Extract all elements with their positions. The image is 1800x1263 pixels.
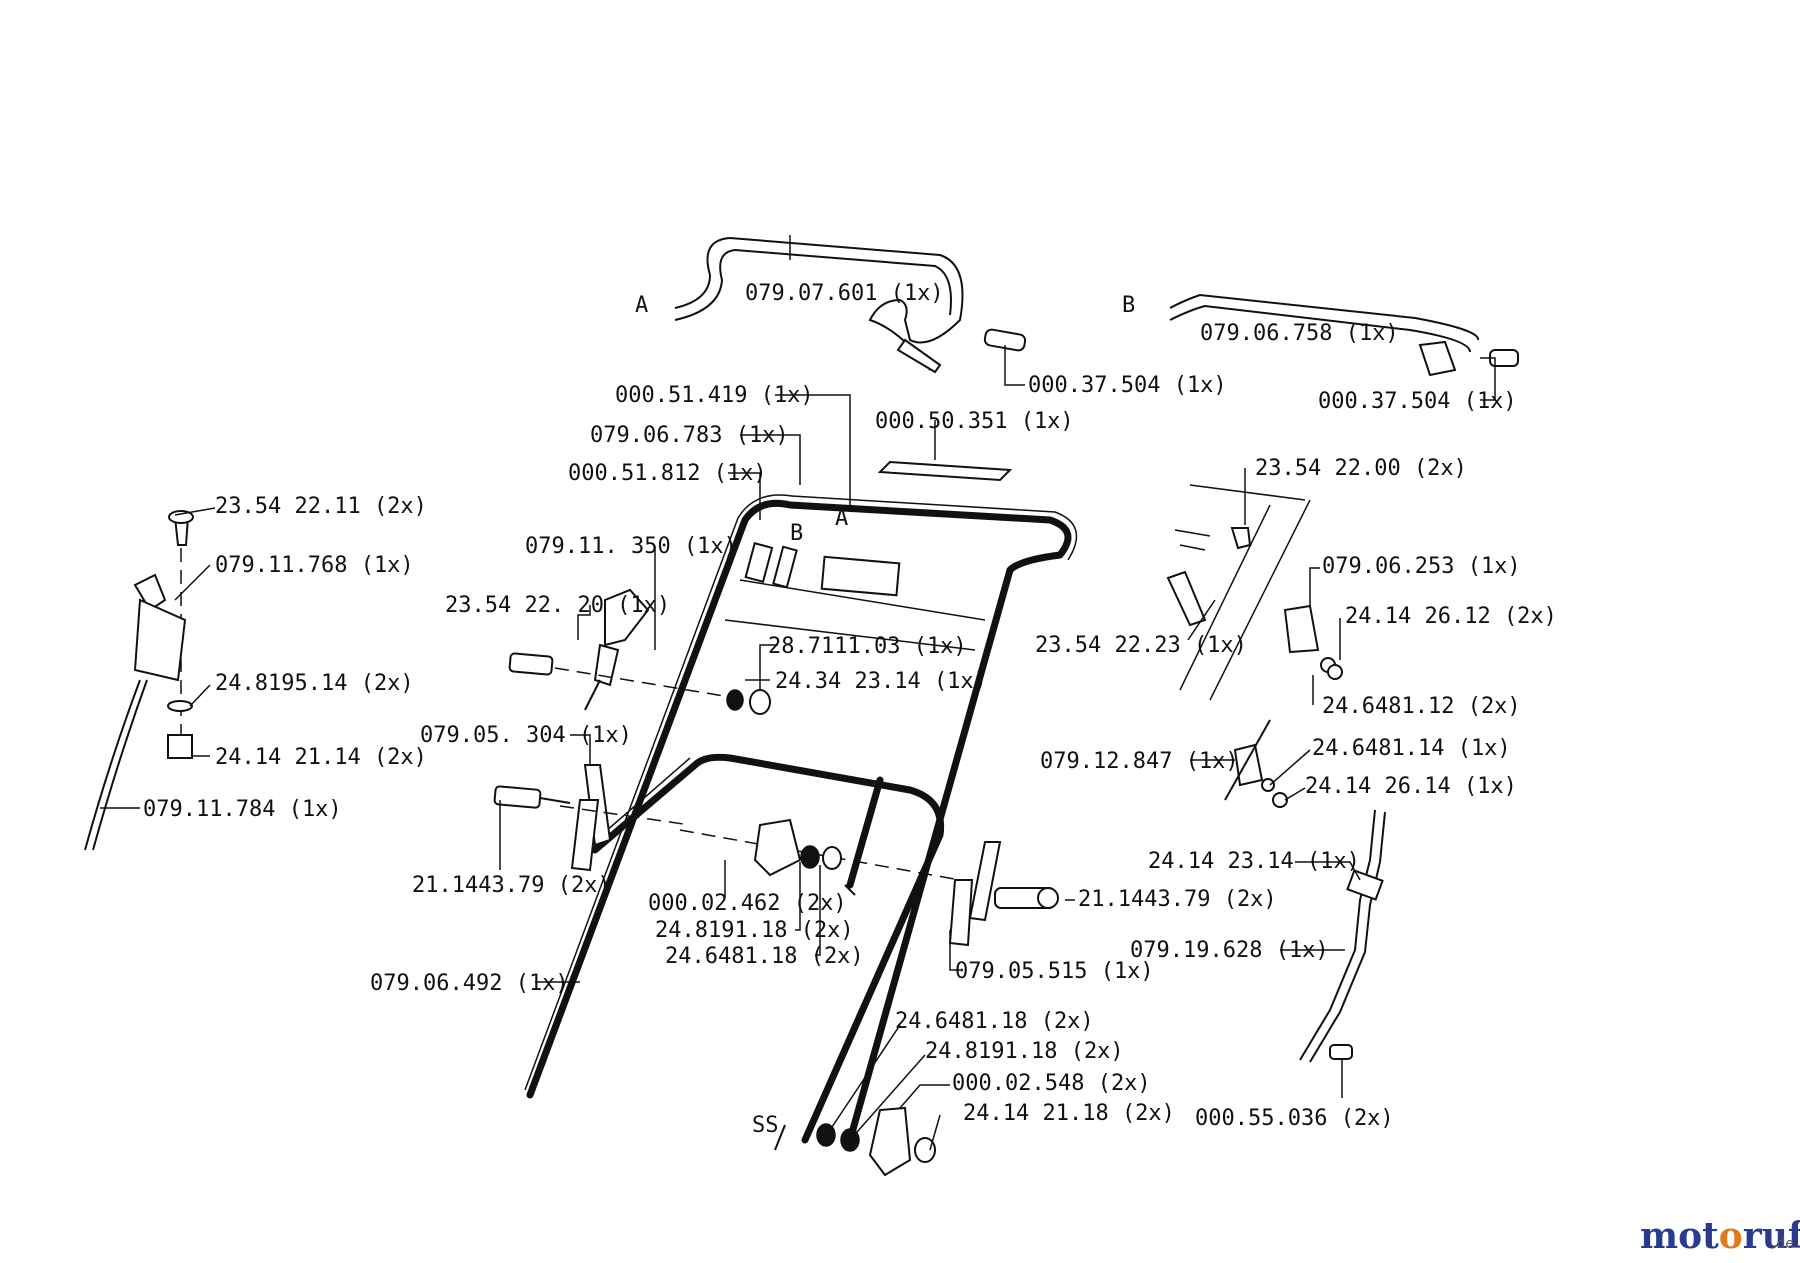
washer-28-7111-03: [726, 689, 744, 711]
part-label: 21.1443.79 (2x): [1078, 887, 1277, 912]
leader-lines: [100, 235, 1496, 1151]
screw-23-54-22-00: [1230, 527, 1252, 550]
nut-24-6481-14: [1261, 778, 1275, 792]
part-label: 24.6481.18 (2x): [895, 1009, 1094, 1034]
clamp-079-12-847: [1233, 743, 1264, 787]
part-label: 000.37.504 (1x): [1318, 389, 1517, 414]
bracket-079-06-253: [1283, 604, 1320, 654]
part-label: 24.14 23.14 (1x): [1148, 849, 1360, 874]
decal-small: [744, 542, 774, 583]
clip-000-55-036: [1329, 1044, 1353, 1060]
nut-24-14-26-14: [1272, 792, 1288, 808]
part-label: 079.11.784 (1x): [143, 797, 342, 822]
part-label: 24.8191.18 (2x): [655, 918, 854, 943]
marker-letters: A B B A SS: [635, 293, 1135, 1138]
part-label: 24.14 26.14 (1x): [1305, 774, 1517, 799]
decal-strip: [877, 460, 1013, 482]
nut-24-14-21-14: [167, 734, 193, 759]
washer-24-8195-14: [167, 700, 193, 712]
part-label: 23.54 22.00 (2x): [1255, 456, 1467, 481]
part-label: 24.8191.18 (2x): [925, 1039, 1124, 1064]
part-label: 23.54 22. 20 (1x): [445, 593, 670, 618]
part-label: 28.7111.03 (1x): [768, 634, 967, 659]
part-label: 079.05. 304 (1x): [420, 723, 632, 748]
part-label: 079.11. 350 (1x): [525, 534, 737, 559]
sleeve-000-37-504-a: [983, 328, 1027, 352]
part-label: 24.34 23.14 (1x): [775, 669, 987, 694]
upper-handle-frame: [524, 460, 1078, 1144]
part-label: 23.54 22.11 (2x): [215, 494, 427, 519]
bolt-21-1443-79-left: [493, 785, 542, 809]
nut-24-34-23-14: [749, 689, 771, 715]
marker-a-left: A: [635, 293, 648, 318]
screw-23-54-22-23: [1166, 570, 1207, 627]
watermark-logo: motoruf .de: [1640, 1215, 1800, 1257]
part-label: 24.8195.14 (2x): [215, 671, 414, 696]
bail-079-07-601: [674, 236, 1027, 374]
decal-plate: [820, 555, 901, 597]
lever-slot: [772, 545, 798, 589]
part-label: 21.1443.79 (2x): [412, 873, 611, 898]
part-label: 079.05.515 (1x): [955, 959, 1154, 984]
clamp-079-05-515: [968, 841, 1002, 922]
part-label: 000.02.462 (2x): [648, 891, 847, 916]
fitting-24-14-23-14: [1346, 869, 1384, 901]
right-side-assembly: [1166, 484, 1386, 1063]
watermark-tld: .de: [1772, 1236, 1794, 1252]
bail-079-06-758: [1169, 293, 1519, 377]
part-label: 000.50.351 (1x): [875, 409, 1074, 434]
part-label: 079.12.847 (1x): [1040, 749, 1239, 774]
nut-24-6481-12: [1327, 664, 1343, 680]
watermark-brand: motoruf: [1640, 1215, 1800, 1257]
left-clamp-assembly: [493, 764, 691, 872]
part-label: 24.14 21.14 (2x): [215, 745, 427, 770]
part-label: 079.06.783 (1x): [590, 423, 789, 448]
part-label: 000.37.504 (1x): [1028, 373, 1227, 398]
part-labels: 079.07.601 (1x) 000.37.504 (1x) 079.06.7…: [143, 281, 1557, 1131]
part-label: 079.07.601 (1x): [745, 281, 944, 306]
knob-000-02-548: [868, 1106, 912, 1177]
part-label: 079.11.768 (1x): [215, 553, 414, 578]
part-label: 24.6481.18 (2x): [665, 944, 864, 969]
part-label: 000.55.036 (2x): [1195, 1106, 1394, 1131]
part-label: 000.02.548 (2x): [952, 1071, 1151, 1096]
marker-b-handle: B: [790, 521, 803, 546]
part-label: 000.51.419 (1x): [615, 383, 814, 408]
throttle-lever-unit: [84, 510, 194, 851]
marker-b-left: B: [1122, 293, 1135, 318]
part-label: 23.54 22.23 (1x): [1035, 633, 1247, 658]
part-label: 24.14 21.18 (2x): [963, 1101, 1175, 1126]
nut-24-14-21-18: [914, 1137, 936, 1163]
marker-ss: SS: [752, 1113, 779, 1138]
knob-000-02-462: [753, 818, 802, 877]
lever-assembly: [508, 588, 771, 715]
part-label: 079.19.628 (1x): [1130, 938, 1329, 963]
part-label: 079.06.253 (1x): [1322, 554, 1521, 579]
right-clamp-assembly: [679, 829, 1059, 947]
nut-24-6481-18: [822, 846, 842, 870]
center-knob-group: [753, 818, 842, 877]
washer-24-8191-18: [800, 845, 820, 869]
cable-079-19-628: [1299, 809, 1376, 1061]
part-label: 24.6481.12 (2x): [1322, 694, 1521, 719]
marker-a-handle: A: [835, 506, 848, 531]
part-label: 079.06.758 (1x): [1200, 321, 1399, 346]
part-label: 24.6481.14 (1x): [1312, 736, 1511, 761]
part-label: 079.06.492 (1x): [370, 971, 569, 996]
bolt-23-54-22-20: [508, 652, 554, 676]
part-label: 000.51.812 (1x): [568, 461, 767, 486]
part-label: 24.14 26.12 (2x): [1345, 604, 1557, 629]
cable-079-11-784: [84, 679, 141, 851]
lever-079-11-350: [604, 588, 650, 647]
